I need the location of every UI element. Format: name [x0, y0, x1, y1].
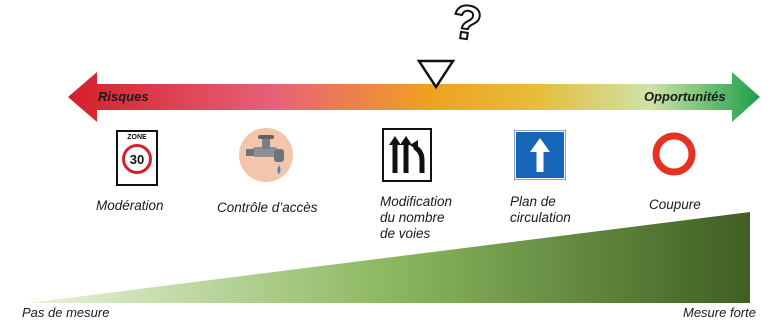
double-arrow	[68, 72, 760, 122]
measure-label-circulation: Plan de circulation	[510, 194, 571, 226]
triangle-down-icon	[416, 59, 456, 90]
scale-wedge	[28, 212, 750, 303]
measure-label-circulation-line-2: circulation	[510, 210, 571, 225]
measure-label-moderation: Modération	[96, 198, 164, 213]
zone-30-sign-icon: ZONE 30	[116, 130, 158, 186]
scale-right-label: Mesure forte	[683, 305, 756, 320]
lane-reduction-sign-icon	[382, 128, 432, 182]
one-way-sign-icon	[514, 130, 566, 180]
measure-label-access-control: Contrôle d’accès	[217, 200, 318, 215]
no-entry-circle-icon	[652, 132, 696, 176]
measure-label-lanes-line-2: du nombre	[380, 210, 445, 225]
measure-label-circulation-line-1: Plan de	[510, 194, 556, 209]
water-tap-icon	[239, 128, 293, 182]
scale-left-label: Pas de mesure	[22, 305, 110, 320]
speed-limit-value: 30	[129, 151, 145, 167]
zone-sign-text: ZONE	[127, 134, 147, 141]
measure-label-lanes-line-1: Modification	[380, 194, 453, 209]
opportunities-label: Opportunités	[644, 89, 726, 104]
risks-label: Risques	[98, 89, 149, 104]
measure-label-lanes-line-3: de voies	[380, 226, 431, 241]
speed-limit-circle: 30	[122, 144, 152, 174]
measure-label-cut: Coupure	[649, 197, 701, 212]
measure-label-lanes: Modification du nombre de voies	[380, 194, 452, 242]
